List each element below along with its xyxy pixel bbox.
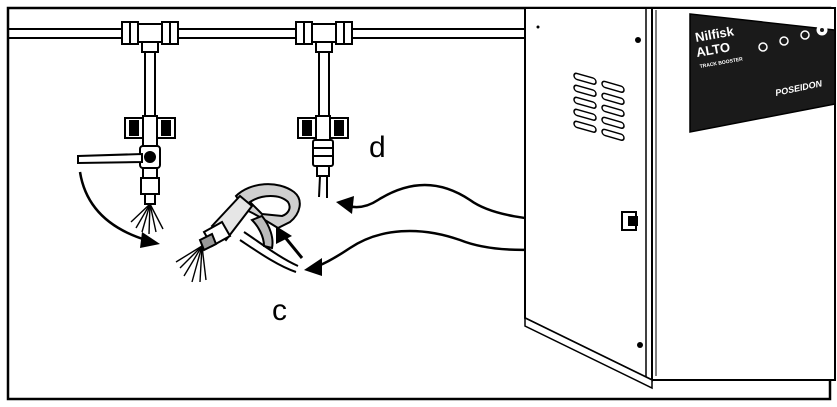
ventilation-grille [573, 72, 625, 141]
label-c: c [272, 294, 287, 327]
spray-gun [198, 183, 301, 273]
tee-fitting-2 [295, 21, 353, 53]
supply-pipe [8, 28, 525, 39]
control-lamp-2 [779, 36, 789, 46]
drop-pipe-1 [77, 51, 176, 205]
tee-fitting-1 [121, 21, 179, 53]
control-panel: Nilfisk ALTO TRACK BOOSTER POSEIDON [689, 13, 836, 133]
label-d: d [369, 131, 386, 164]
drop-pipe-2 [297, 51, 349, 177]
lever-turn-arrow [78, 171, 160, 248]
brand-name: Nilfisk [694, 23, 736, 45]
hose-end-d [318, 175, 328, 198]
brand-name-line2: ALTO [695, 39, 731, 60]
spray-2 [175, 245, 207, 283]
control-lamp-3 [800, 30, 810, 40]
trigger-press-arrow [276, 226, 304, 259]
control-lamp-1 [758, 42, 768, 52]
spray-1 [130, 203, 164, 235]
